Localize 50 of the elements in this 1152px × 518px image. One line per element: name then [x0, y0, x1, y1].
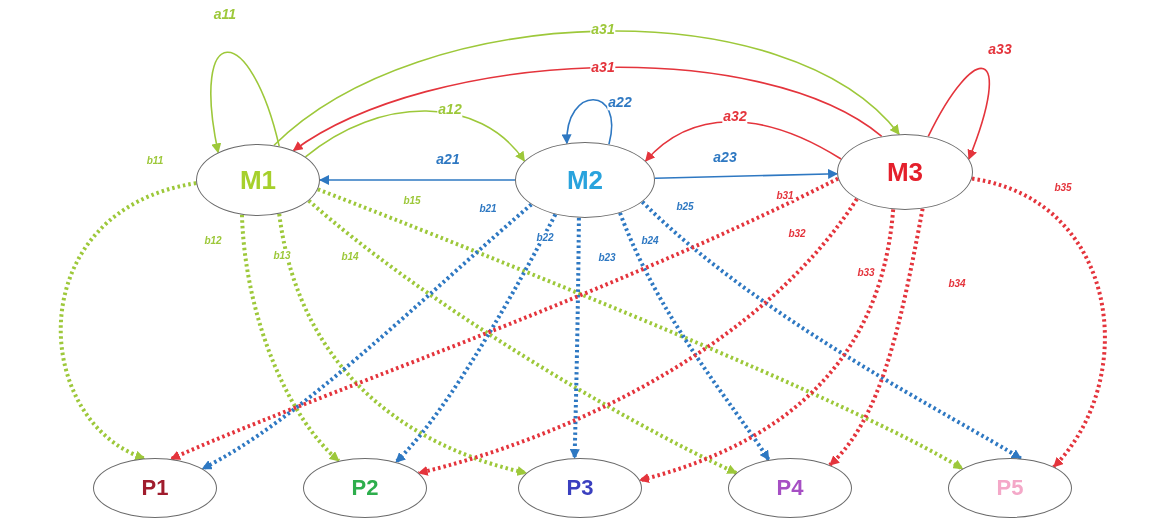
edge-label: a32 — [722, 109, 748, 125]
node-label: P4 — [776, 477, 804, 499]
arrow — [292, 66, 883, 152]
dotted-arrow — [638, 209, 896, 483]
edge-label: b13 — [272, 249, 292, 261]
ellipse-node — [303, 458, 427, 518]
edge-label: b23 — [597, 251, 617, 263]
edge-label: b21 — [478, 202, 498, 214]
edge-label: b24 — [640, 234, 660, 246]
arrow — [319, 175, 516, 185]
arrow — [562, 98, 613, 146]
dotted-arrow — [277, 213, 528, 476]
edge-label: b32 — [787, 227, 807, 239]
arrow — [654, 168, 839, 180]
dotted-arrow — [828, 208, 925, 467]
dotted-arrow — [569, 217, 581, 460]
ellipse-node — [515, 142, 655, 218]
edge-label: a12 — [437, 102, 463, 118]
dotted-arrow — [317, 187, 964, 471]
dotted-arrow — [307, 199, 738, 475]
edge-label: a22 — [607, 95, 633, 111]
node-label: M1 — [239, 167, 277, 193]
ellipse-node — [518, 458, 642, 518]
node-label: P5 — [996, 477, 1024, 499]
edge-label: b12 — [203, 234, 223, 246]
edge-label: b14 — [340, 250, 360, 262]
edge-label: b33 — [856, 266, 876, 278]
node-label: P2 — [351, 477, 379, 499]
arrow — [210, 51, 280, 154]
edge-label: b22 — [535, 231, 555, 243]
dotted-arrow — [417, 197, 859, 476]
node-label: P3 — [566, 477, 594, 499]
edge-label: b15 — [402, 194, 422, 206]
dotted-arrow — [618, 212, 771, 461]
edge-label: b11 — [145, 154, 165, 166]
node-label: M2 — [566, 167, 604, 193]
dotted-arrow — [971, 176, 1107, 469]
node-label: P1 — [141, 477, 169, 499]
node-label: M3 — [886, 159, 924, 185]
ellipse-node — [728, 458, 852, 518]
dotted-arrow — [239, 214, 341, 463]
arrow — [644, 120, 842, 162]
edge-label: b35 — [1053, 181, 1073, 193]
edge-label: b34 — [947, 277, 967, 289]
edge-label: b31 — [775, 189, 795, 201]
edge-label: b25 — [675, 200, 695, 212]
arrow — [304, 110, 526, 162]
dotted-arrow — [394, 213, 558, 464]
arrow — [927, 68, 991, 160]
dotted-arrow — [201, 202, 533, 471]
